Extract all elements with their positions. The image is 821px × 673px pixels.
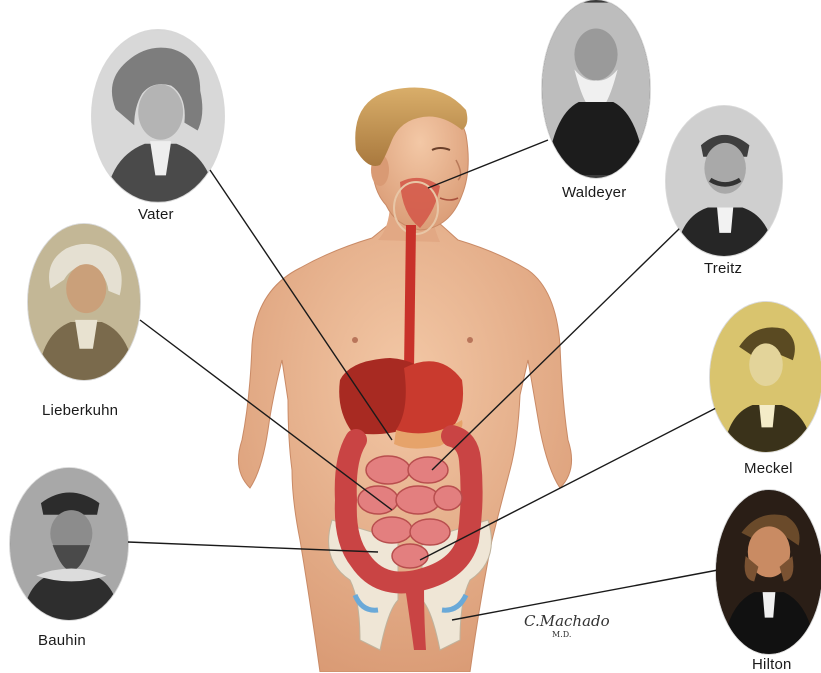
portrait-bauhin xyxy=(10,468,128,620)
hilton-painting-icon xyxy=(716,490,821,654)
vater-engraving-icon xyxy=(92,30,224,202)
lieberkuhn-painting-icon xyxy=(28,224,140,380)
portrait-hilton xyxy=(716,490,821,654)
meckel-sketch-icon xyxy=(710,302,821,452)
label-meckel: Meckel xyxy=(744,460,793,477)
bauhin-engraving-icon xyxy=(10,468,128,620)
label-bauhin: Bauhin xyxy=(38,632,86,649)
waldeyer-photo-icon xyxy=(542,0,650,178)
portrait-treitz xyxy=(666,106,782,256)
signature-name: C.Machado xyxy=(524,612,610,630)
portrait-vater xyxy=(92,30,224,202)
treitz-photo-icon xyxy=(666,106,782,256)
label-treitz: Treitz xyxy=(704,260,742,277)
label-vater: Vater xyxy=(138,206,174,223)
signature-suffix: M.D. xyxy=(552,630,610,639)
artist-signature: C.Machado M.D. xyxy=(524,612,610,639)
portrait-lieberkuhn xyxy=(28,224,140,380)
label-lieberkuhn: Lieberkuhn xyxy=(42,402,118,419)
portrait-waldeyer xyxy=(542,0,650,178)
label-waldeyer: Waldeyer xyxy=(562,184,626,201)
label-hilton: Hilton xyxy=(752,656,792,673)
portrait-meckel xyxy=(710,302,821,452)
